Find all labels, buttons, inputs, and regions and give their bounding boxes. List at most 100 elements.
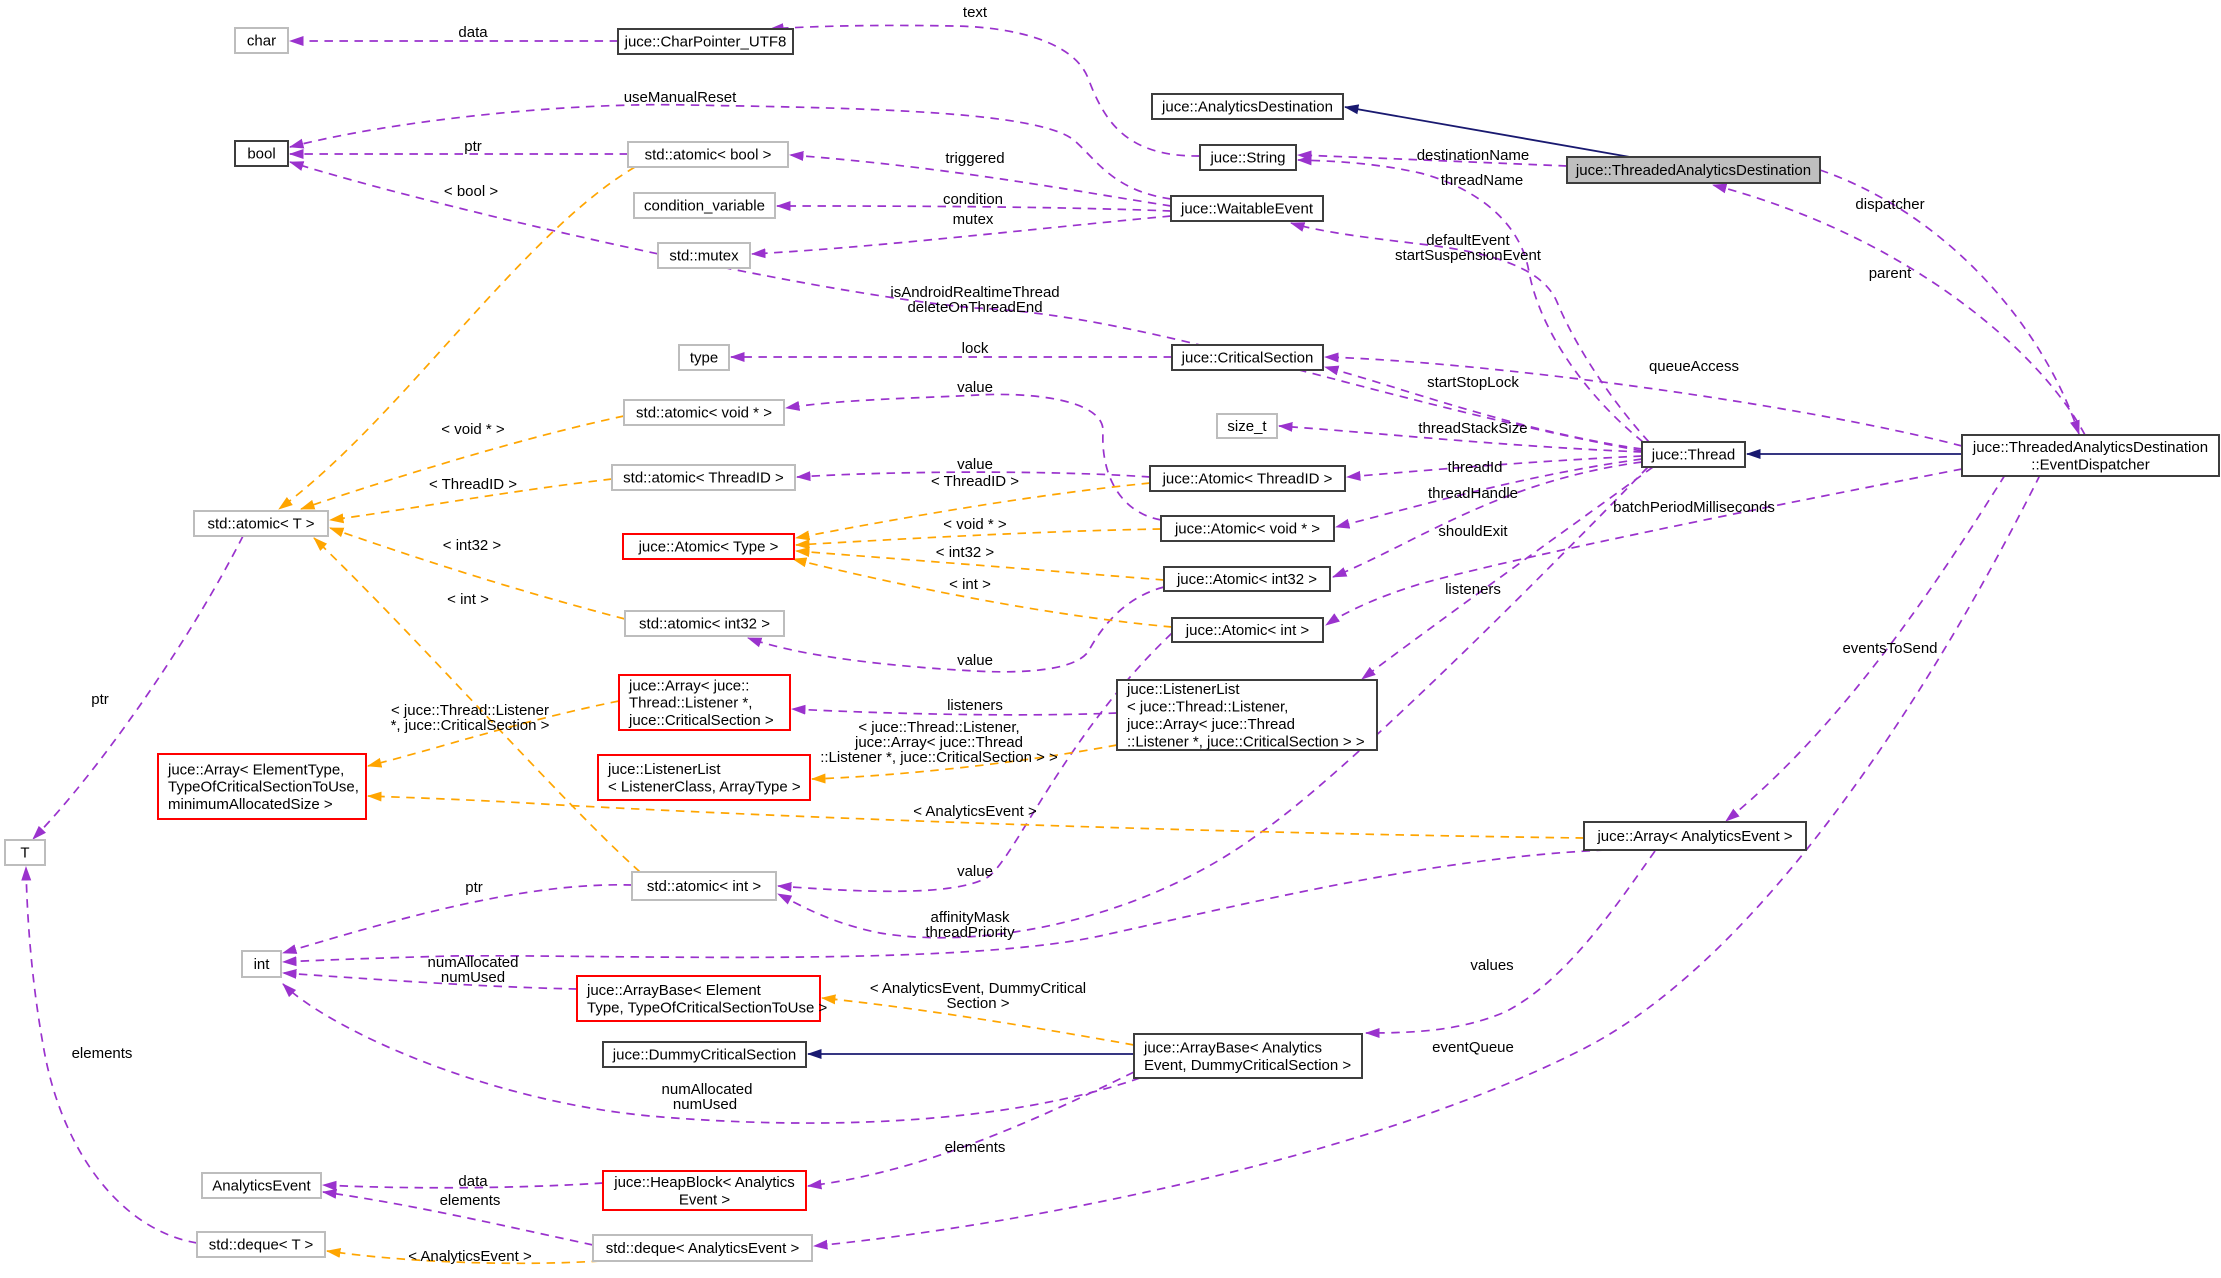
svg-text:juce::ArrayBase< Analytics: juce::ArrayBase< Analytics — [1143, 1040, 1322, 1057]
svg-text:*, juce::CriticalSection >: *, juce::CriticalSection > — [391, 717, 550, 734]
svg-text:Section >: Section > — [947, 995, 1010, 1012]
svg-text:< juce::Thread::Listener,: < juce::Thread::Listener, — [858, 719, 1019, 736]
svg-text:startStopLock: startStopLock — [1427, 374, 1519, 391]
svg-text:type: type — [690, 350, 718, 367]
svg-text:juce::DummyCriticalSection: juce::DummyCriticalSection — [612, 1047, 796, 1064]
svg-text:juce::ListenerList: juce::ListenerList — [1126, 681, 1240, 698]
svg-text:value: value — [957, 863, 993, 880]
svg-text:< AnalyticsEvent >: < AnalyticsEvent > — [913, 803, 1037, 820]
svg-text:listeners: listeners — [947, 697, 1003, 714]
svg-text:lock: lock — [962, 340, 989, 357]
svg-text:< bool >: < bool > — [444, 183, 498, 200]
svg-text:< ThreadID >: < ThreadID > — [931, 473, 1019, 490]
svg-text:numUsed: numUsed — [673, 1096, 737, 1113]
svg-text:TypeOfCriticalSectionToUse,: TypeOfCriticalSectionToUse, — [168, 779, 359, 796]
svg-text:values: values — [1470, 957, 1513, 974]
svg-text:juce::CriticalSection >: juce::CriticalSection > — [628, 712, 774, 729]
svg-text:isAndroidRealtimeThread: isAndroidRealtimeThread — [890, 284, 1059, 301]
svg-text:numUsed: numUsed — [441, 969, 505, 986]
svg-text:< AnalyticsEvent >: < AnalyticsEvent > — [408, 1248, 532, 1265]
svg-text:std::deque< T >: std::deque< T > — [209, 1237, 314, 1254]
svg-text:< int32 >: < int32 > — [936, 544, 995, 561]
svg-text:std::mutex: std::mutex — [669, 248, 739, 265]
svg-text:char: char — [247, 33, 276, 50]
svg-text:Event, DummyCriticalSection >: Event, DummyCriticalSection > — [1144, 1057, 1351, 1074]
svg-text:juce::Atomic< int32 >: juce::Atomic< int32 > — [1176, 571, 1317, 588]
svg-text:affinityMask: affinityMask — [931, 909, 1010, 926]
svg-text:threadHandle: threadHandle — [1428, 485, 1518, 502]
svg-text:value: value — [957, 652, 993, 669]
svg-text:< AnalyticsEvent, DummyCritica: < AnalyticsEvent, DummyCritical — [870, 980, 1086, 997]
svg-text:numAllocated: numAllocated — [428, 954, 519, 971]
svg-text:< ListenerClass, ArrayType >: < ListenerClass, ArrayType > — [608, 778, 801, 795]
svg-text:condition: condition — [943, 191, 1003, 208]
svg-text:dispatcher: dispatcher — [1855, 196, 1924, 213]
svg-text:minimumAllocatedSize >: minimumAllocatedSize > — [168, 796, 333, 813]
svg-text:threadName: threadName — [1441, 172, 1524, 189]
svg-text:useManualReset: useManualReset — [624, 89, 737, 106]
svg-text:text: text — [963, 4, 988, 21]
svg-text:juce::Atomic< Type >: juce::Atomic< Type > — [638, 539, 779, 556]
svg-text:::EventDispatcher: ::EventDispatcher — [2031, 456, 2149, 473]
svg-text:juce::String: juce::String — [1209, 150, 1285, 167]
svg-text:mutex: mutex — [953, 211, 994, 228]
svg-text:juce::ArrayBase< Element: juce::ArrayBase< Element — [586, 982, 762, 999]
svg-text:< ThreadID >: < ThreadID > — [429, 476, 517, 493]
svg-text:std::atomic< int32 >: std::atomic< int32 > — [639, 616, 770, 633]
svg-text:int: int — [254, 956, 271, 973]
svg-text:juce::Atomic< void * >: juce::Atomic< void * > — [1174, 521, 1320, 538]
svg-text:juce::ListenerList: juce::ListenerList — [607, 761, 721, 778]
svg-text:ptr: ptr — [464, 138, 482, 155]
svg-text:< void * >: < void * > — [441, 421, 505, 438]
svg-text:data: data — [458, 1173, 488, 1190]
svg-text:parent: parent — [1869, 265, 1912, 282]
svg-text:startSuspensionEvent: startSuspensionEvent — [1395, 247, 1542, 264]
svg-text:juce::CharPointer_UTF8: juce::CharPointer_UTF8 — [624, 34, 787, 51]
svg-text:juce::Array< juce::Thread: juce::Array< juce::Thread — [854, 734, 1023, 751]
svg-text:< juce::Thread::Listener: < juce::Thread::Listener — [391, 702, 549, 719]
svg-text:juce::AnalyticsDestination: juce::AnalyticsDestination — [1161, 99, 1333, 116]
svg-text:data: data — [458, 24, 488, 41]
svg-text:juce::Array< juce::: juce::Array< juce:: — [628, 677, 749, 694]
svg-text:elements: elements — [72, 1045, 133, 1062]
svg-text:eventsToSend: eventsToSend — [1842, 640, 1937, 657]
svg-text:::Listener *, juce::CriticalSe: ::Listener *, juce::CriticalSection > > — [820, 749, 1058, 766]
svg-text:bool: bool — [247, 146, 275, 163]
svg-text:elements: elements — [440, 1192, 501, 1209]
svg-text:juce::Thread: juce::Thread — [1651, 447, 1735, 464]
svg-text:listeners: listeners — [1445, 581, 1501, 598]
svg-text:value: value — [957, 456, 993, 473]
svg-text:elements: elements — [945, 1139, 1006, 1156]
svg-text:juce::Array< juce::Thread: juce::Array< juce::Thread — [1126, 716, 1295, 733]
svg-text:< juce::Thread::Listener,: < juce::Thread::Listener, — [1127, 699, 1288, 716]
svg-text:shouldExit: shouldExit — [1438, 523, 1508, 540]
svg-text:std::atomic< ThreadID >: std::atomic< ThreadID > — [623, 470, 784, 487]
svg-text:juce::CriticalSection: juce::CriticalSection — [1181, 350, 1314, 367]
svg-text:std::atomic< bool >: std::atomic< bool > — [645, 147, 772, 164]
svg-text:ptr: ptr — [91, 691, 109, 708]
svg-text:std::atomic< int >: std::atomic< int > — [647, 878, 761, 895]
svg-text:threadStackSize: threadStackSize — [1418, 420, 1527, 437]
svg-text:size_t: size_t — [1227, 418, 1267, 435]
svg-text:threadId: threadId — [1447, 459, 1502, 476]
svg-text:< int32 >: < int32 > — [443, 537, 502, 554]
svg-text:threadPriority: threadPriority — [925, 924, 1015, 941]
svg-text:AnalyticsEvent: AnalyticsEvent — [212, 1178, 311, 1195]
svg-text:juce::WaitableEvent: juce::WaitableEvent — [1180, 201, 1314, 218]
svg-text:queueAccess: queueAccess — [1649, 358, 1739, 375]
svg-text:juce::Atomic< ThreadID >: juce::Atomic< ThreadID > — [1162, 471, 1333, 488]
svg-text:< int >: < int > — [949, 576, 991, 593]
svg-text:juce::Array< ElementType,: juce::Array< ElementType, — [167, 761, 344, 778]
svg-text:batchPeriodMilliseconds: batchPeriodMilliseconds — [1613, 499, 1775, 516]
svg-text:triggered: triggered — [945, 150, 1004, 167]
svg-text:Event >: Event > — [679, 1191, 731, 1208]
svg-text:Thread::Listener *,: Thread::Listener *, — [629, 695, 752, 712]
svg-text:condition_variable: condition_variable — [644, 198, 765, 215]
svg-text:deleteOnThreadEnd: deleteOnThreadEnd — [907, 299, 1042, 316]
svg-text:juce::ThreadedAnalyticsDestina: juce::ThreadedAnalyticsDestination — [1575, 162, 1811, 179]
svg-text:defaultEvent: defaultEvent — [1426, 232, 1510, 249]
svg-text:std::deque< AnalyticsEvent >: std::deque< AnalyticsEvent > — [606, 1240, 800, 1257]
svg-text:ptr: ptr — [465, 879, 483, 896]
svg-text:juce::ThreadedAnalyticsDestina: juce::ThreadedAnalyticsDestination — [1972, 439, 2208, 456]
svg-text:value: value — [957, 379, 993, 396]
